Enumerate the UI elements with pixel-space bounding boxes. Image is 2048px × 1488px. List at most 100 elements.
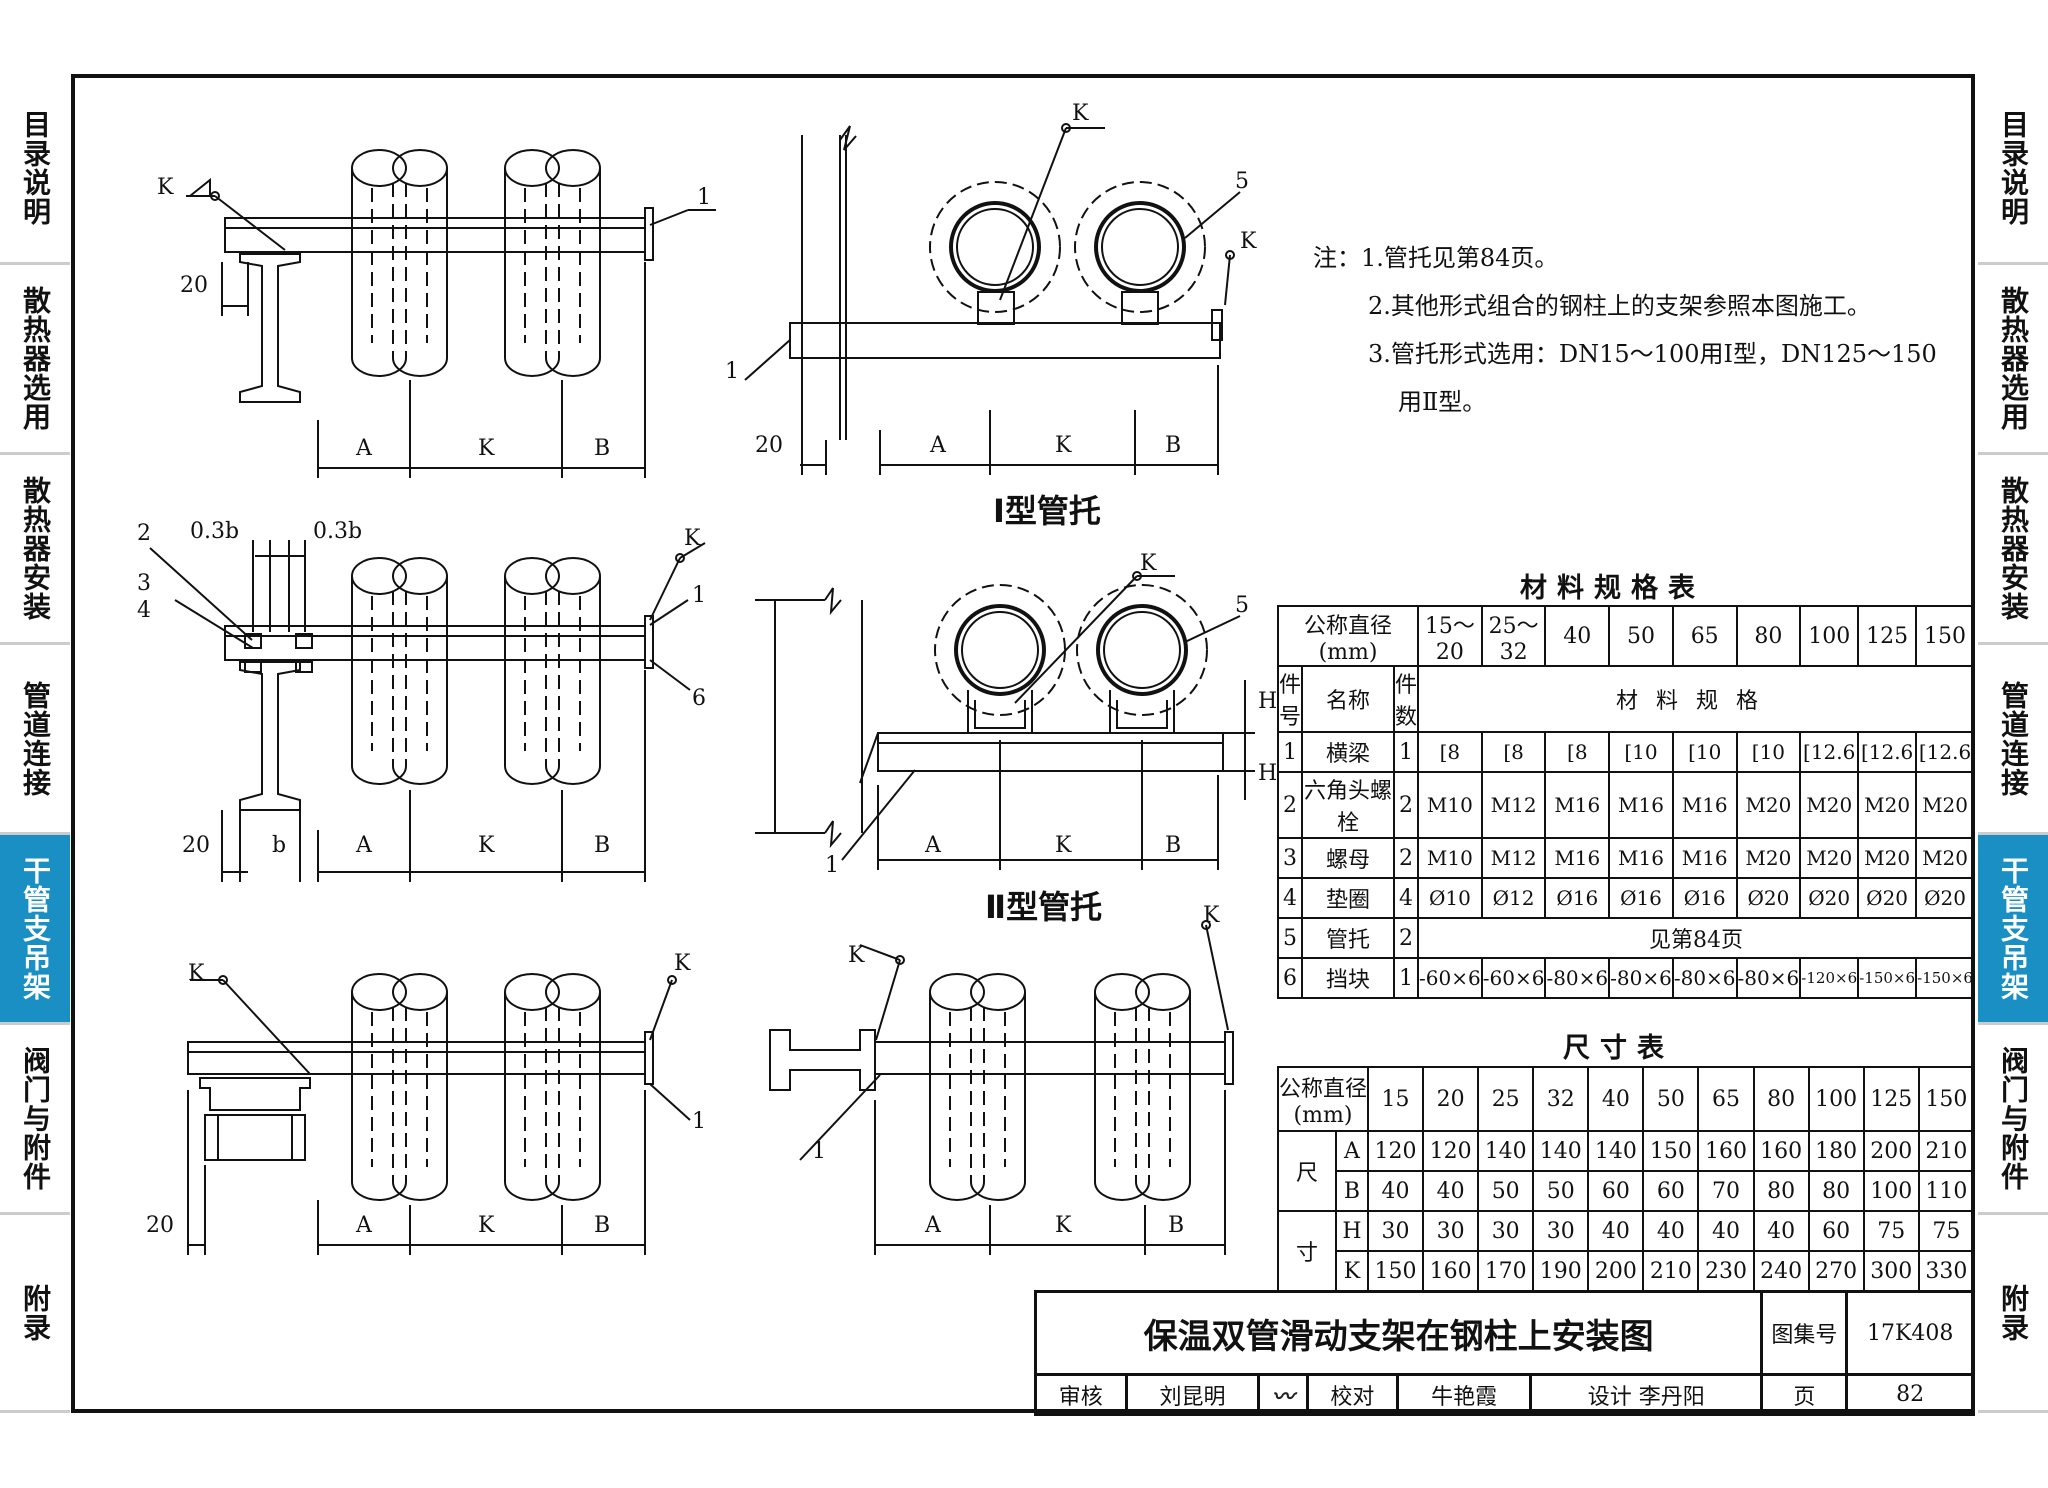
fig-type1: [744, 123, 1241, 475]
fig-mid-left: [149, 540, 706, 882]
size-cell: 60: [1807, 1210, 1865, 1252]
size-cell: 300: [1862, 1250, 1920, 1292]
size-cell: 50: [1532, 1170, 1590, 1212]
size-cell: 40: [1587, 1210, 1645, 1252]
material-dn-cell: 50: [1608, 605, 1674, 667]
drawing-title: 保温双管滑动支架在钢柱上安装图: [1033, 1290, 1764, 1376]
side-tab-label: 管道连接: [1997, 680, 2030, 797]
material-dn-cell: 150: [1915, 605, 1975, 667]
side-tab-right-6[interactable]: 附录: [1978, 1215, 2048, 1413]
side-tab-label: 散热器安装: [1997, 476, 2030, 621]
side-tab-label: 干管支吊架: [19, 856, 52, 1001]
size-row-key: H: [1335, 1210, 1369, 1252]
material-dn-cell: 25～32: [1480, 605, 1547, 667]
atlas-label: 图集号: [1760, 1290, 1849, 1376]
material-dn-cell: 80: [1735, 605, 1802, 667]
note-3-cont: 用Ⅱ型。: [1398, 388, 1487, 416]
material-cell: M20: [1735, 837, 1802, 879]
size-dn-cell: 100: [1807, 1066, 1865, 1132]
size-cell: 140: [1477, 1130, 1535, 1172]
material-cell: 垫圈: [1301, 877, 1396, 919]
size-cell: 30: [1422, 1210, 1480, 1252]
type2-label: Ⅱ型管托: [985, 888, 1102, 926]
side-tab-right-0[interactable]: 目录说明: [1978, 74, 2048, 265]
size-table-title: 尺寸表: [1563, 1033, 1674, 1064]
side-tab-left-3[interactable]: 管道连接: [0, 645, 70, 835]
material-cell: M16: [1671, 837, 1738, 879]
material-cell: M16: [1544, 771, 1611, 839]
material-cell: Ø10: [1417, 877, 1483, 919]
size-cell: 150: [1366, 1250, 1425, 1292]
weld-k-label-5: K: [1072, 101, 1089, 126]
size-cell: 160: [1697, 1130, 1755, 1172]
material-cell: 2: [1393, 917, 1420, 959]
side-tab-right-4[interactable]: 干管支吊架: [1978, 835, 2048, 1025]
side-tab-left-2[interactable]: 散热器安装: [0, 455, 70, 645]
side-tab-label: 散热器安装: [19, 476, 52, 621]
size-dn-cell: 150: [1917, 1066, 1976, 1132]
size-row-key: B: [1335, 1170, 1369, 1212]
reviewer-name: 刘昆明: [1124, 1373, 1261, 1416]
side-tab-right-2[interactable]: 散热器安装: [1978, 455, 2048, 645]
side-tab-left-1[interactable]: 散热器选用: [0, 265, 70, 455]
material-col-header: 件数: [1393, 665, 1420, 733]
size-cell: 120: [1422, 1130, 1480, 1172]
weld-k-label-9: K: [1203, 903, 1220, 928]
material-dn-cell: 15～20: [1417, 605, 1483, 667]
material-cell: -80×6: [1608, 957, 1674, 999]
size-cell: 100: [1862, 1170, 1920, 1212]
size-cell: 50: [1477, 1170, 1535, 1212]
size-cell: 40: [1642, 1210, 1700, 1252]
side-tab-label: 附录: [19, 1283, 52, 1342]
size-row-key: K: [1335, 1250, 1369, 1292]
material-dn-cell: 65: [1671, 605, 1738, 667]
size-cell: 40: [1422, 1170, 1480, 1212]
material-cell: [8: [1480, 731, 1547, 773]
material-cell: Ø16: [1544, 877, 1611, 919]
dim-b-5: B: [1165, 833, 1181, 858]
dim-k-6: K: [1055, 1213, 1072, 1238]
material-cell: M16: [1544, 837, 1611, 879]
material-cell: 横梁: [1301, 731, 1396, 773]
dim-k-4: K: [1055, 433, 1072, 458]
side-tab-left-5[interactable]: 阀门与附件: [0, 1025, 70, 1215]
side-tab-right-3[interactable]: 管道连接: [1978, 645, 2048, 835]
weld-k-label-6: K: [1240, 229, 1257, 254]
material-cell: M20: [1915, 771, 1975, 839]
dim-k: K: [478, 436, 495, 461]
dim-b-2: B: [594, 833, 610, 858]
material-cell: M16: [1608, 837, 1674, 879]
size-cell: 180: [1807, 1130, 1865, 1172]
material-cell: Ø16: [1608, 877, 1674, 919]
size-cell: 75: [1862, 1210, 1920, 1252]
dim-a-3: A: [355, 1213, 373, 1238]
size-cell: 140: [1532, 1130, 1590, 1172]
material-cell: [12.6: [1915, 731, 1975, 773]
dim-20-2: 20: [182, 833, 210, 858]
side-tab-right-5[interactable]: 阀门与附件: [1978, 1025, 2048, 1215]
size-cell: 75: [1917, 1210, 1976, 1252]
side-tab-left-0[interactable]: 目录说明: [0, 74, 70, 265]
material-cell: [10: [1608, 731, 1674, 773]
part-1-label-5: 1: [825, 853, 839, 878]
material-cell: Ø12: [1480, 877, 1547, 919]
size-cell: 40: [1752, 1210, 1810, 1252]
size-cell: 150: [1642, 1130, 1700, 1172]
page-no: 82: [1845, 1373, 1975, 1416]
reviewer-signature: 〰: [1257, 1373, 1309, 1416]
material-dn-cell: 40: [1544, 605, 1611, 667]
side-tab-left-6[interactable]: 附录: [0, 1215, 70, 1413]
size-cell: 240: [1752, 1250, 1810, 1292]
material-cell: -150×6: [1915, 957, 1975, 999]
dim-b-4: B: [1165, 433, 1181, 458]
material-cell: [12.6: [1857, 731, 1918, 773]
size-cell: 30: [1366, 1210, 1425, 1252]
dim-b-small: b: [272, 833, 286, 858]
side-tab-left-4[interactable]: 干管支吊架: [0, 835, 70, 1025]
check-label: 校对: [1305, 1373, 1400, 1416]
side-tab-right-1[interactable]: 散热器选用: [1978, 265, 2048, 455]
size-cell: 210: [1917, 1130, 1976, 1172]
size-cell: 170: [1477, 1250, 1535, 1292]
